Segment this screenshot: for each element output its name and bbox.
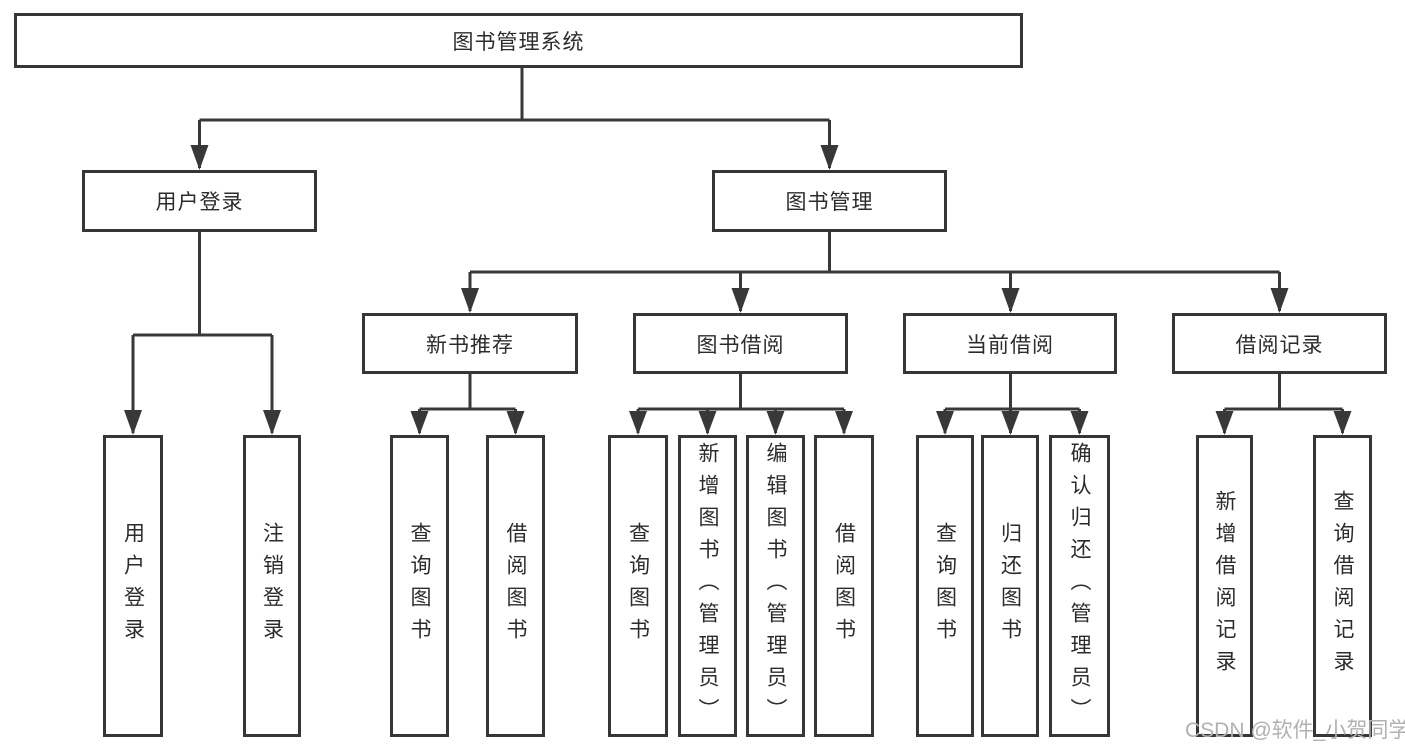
leaf-add-book-admin: 新增图书（管理员） xyxy=(678,435,737,737)
leaf-add-borrow-record-label: 新增借阅记录 xyxy=(1213,490,1236,682)
leaf-borrow-books: 借阅图书 xyxy=(814,435,874,737)
leaf-borrow-books-recommend: 借阅图书 xyxy=(486,435,545,737)
csdn-watermark: CSDN @软件_小贺同学 xyxy=(1185,719,1405,742)
leaf-edit-book-admin-label: 编辑图书（管理员） xyxy=(764,442,787,730)
leaf-add-book-admin-label: 新增图书（管理员） xyxy=(696,442,719,730)
leaf-add-borrow-record: 新增借阅记录 xyxy=(1196,435,1253,737)
leaf-return-book-label: 归还图书 xyxy=(998,522,1022,650)
leaf-edit-book-admin: 编辑图书（管理员） xyxy=(746,435,805,737)
node-current-borrow-label: 当前借阅 xyxy=(966,333,1054,357)
leaf-confirm-return-admin: 确认归还（管理员） xyxy=(1049,435,1110,737)
leaf-query-books-current-label: 查询图书 xyxy=(933,522,957,650)
leaf-return-book: 归还图书 xyxy=(981,435,1039,737)
node-book-borrow: 图书借阅 xyxy=(633,313,848,374)
node-book-management-label: 图书管理 xyxy=(785,191,874,214)
leaf-user-login: 用户登录 xyxy=(103,435,163,737)
node-new-book-recommend: 新书推荐 xyxy=(362,313,578,374)
leaf-query-books-recommend-label: 查询图书 xyxy=(408,522,431,650)
leaf-query-books-borrow-label: 查询图书 xyxy=(626,522,650,650)
leaf-confirm-return-admin-label: 确认归还（管理员） xyxy=(1068,442,1091,730)
node-book-management: 图书管理 xyxy=(712,170,947,232)
node-root: 图书管理系统 xyxy=(14,13,1023,68)
leaf-query-books-current: 查询图书 xyxy=(916,435,974,737)
leaf-borrow-books-label: 借阅图书 xyxy=(832,522,856,650)
leaf-user-login-label: 用户登录 xyxy=(121,522,145,650)
node-user-login-label: 用户登录 xyxy=(155,191,244,214)
node-borrow-records: 借阅记录 xyxy=(1172,313,1387,374)
leaf-logout-label: 注销登录 xyxy=(260,522,284,650)
node-borrow-records-label: 借阅记录 xyxy=(1235,333,1324,357)
leaf-logout: 注销登录 xyxy=(243,435,301,737)
node-current-borrow: 当前借阅 xyxy=(903,313,1117,374)
leaf-query-borrow-record: 查询借阅记录 xyxy=(1313,435,1372,737)
leaf-query-books-recommend: 查询图书 xyxy=(390,435,449,737)
node-user-login: 用户登录 xyxy=(82,170,317,232)
leaf-query-borrow-record-label: 查询借阅记录 xyxy=(1331,490,1354,682)
leaf-query-books-borrow: 查询图书 xyxy=(608,435,668,737)
leaf-borrow-books-recommend-label: 借阅图书 xyxy=(504,522,527,650)
node-book-borrow-label: 图书借阅 xyxy=(696,333,785,357)
node-new-book-recommend-label: 新书推荐 xyxy=(426,333,514,357)
node-root-label: 图书管理系统 xyxy=(452,30,585,54)
